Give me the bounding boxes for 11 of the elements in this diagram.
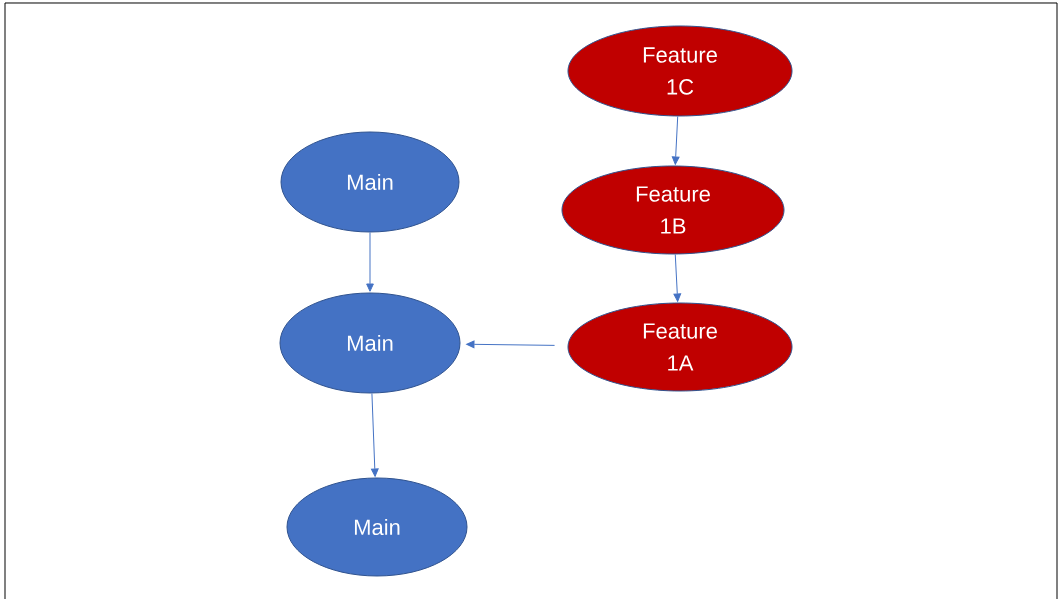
ellipse-node: Main xyxy=(279,292,461,394)
ellipse-node: Feature 1B xyxy=(561,165,785,255)
arrow xyxy=(370,393,379,477)
arrow xyxy=(673,254,682,302)
ellipse-node: Main xyxy=(280,131,460,233)
ellipse-node: Main xyxy=(286,477,468,577)
ellipse-node: Feature 1A xyxy=(567,302,793,392)
arrow xyxy=(466,340,556,349)
ellipse-node: Feature 1C xyxy=(567,25,793,117)
arrow xyxy=(366,232,374,292)
arrow xyxy=(671,116,680,165)
